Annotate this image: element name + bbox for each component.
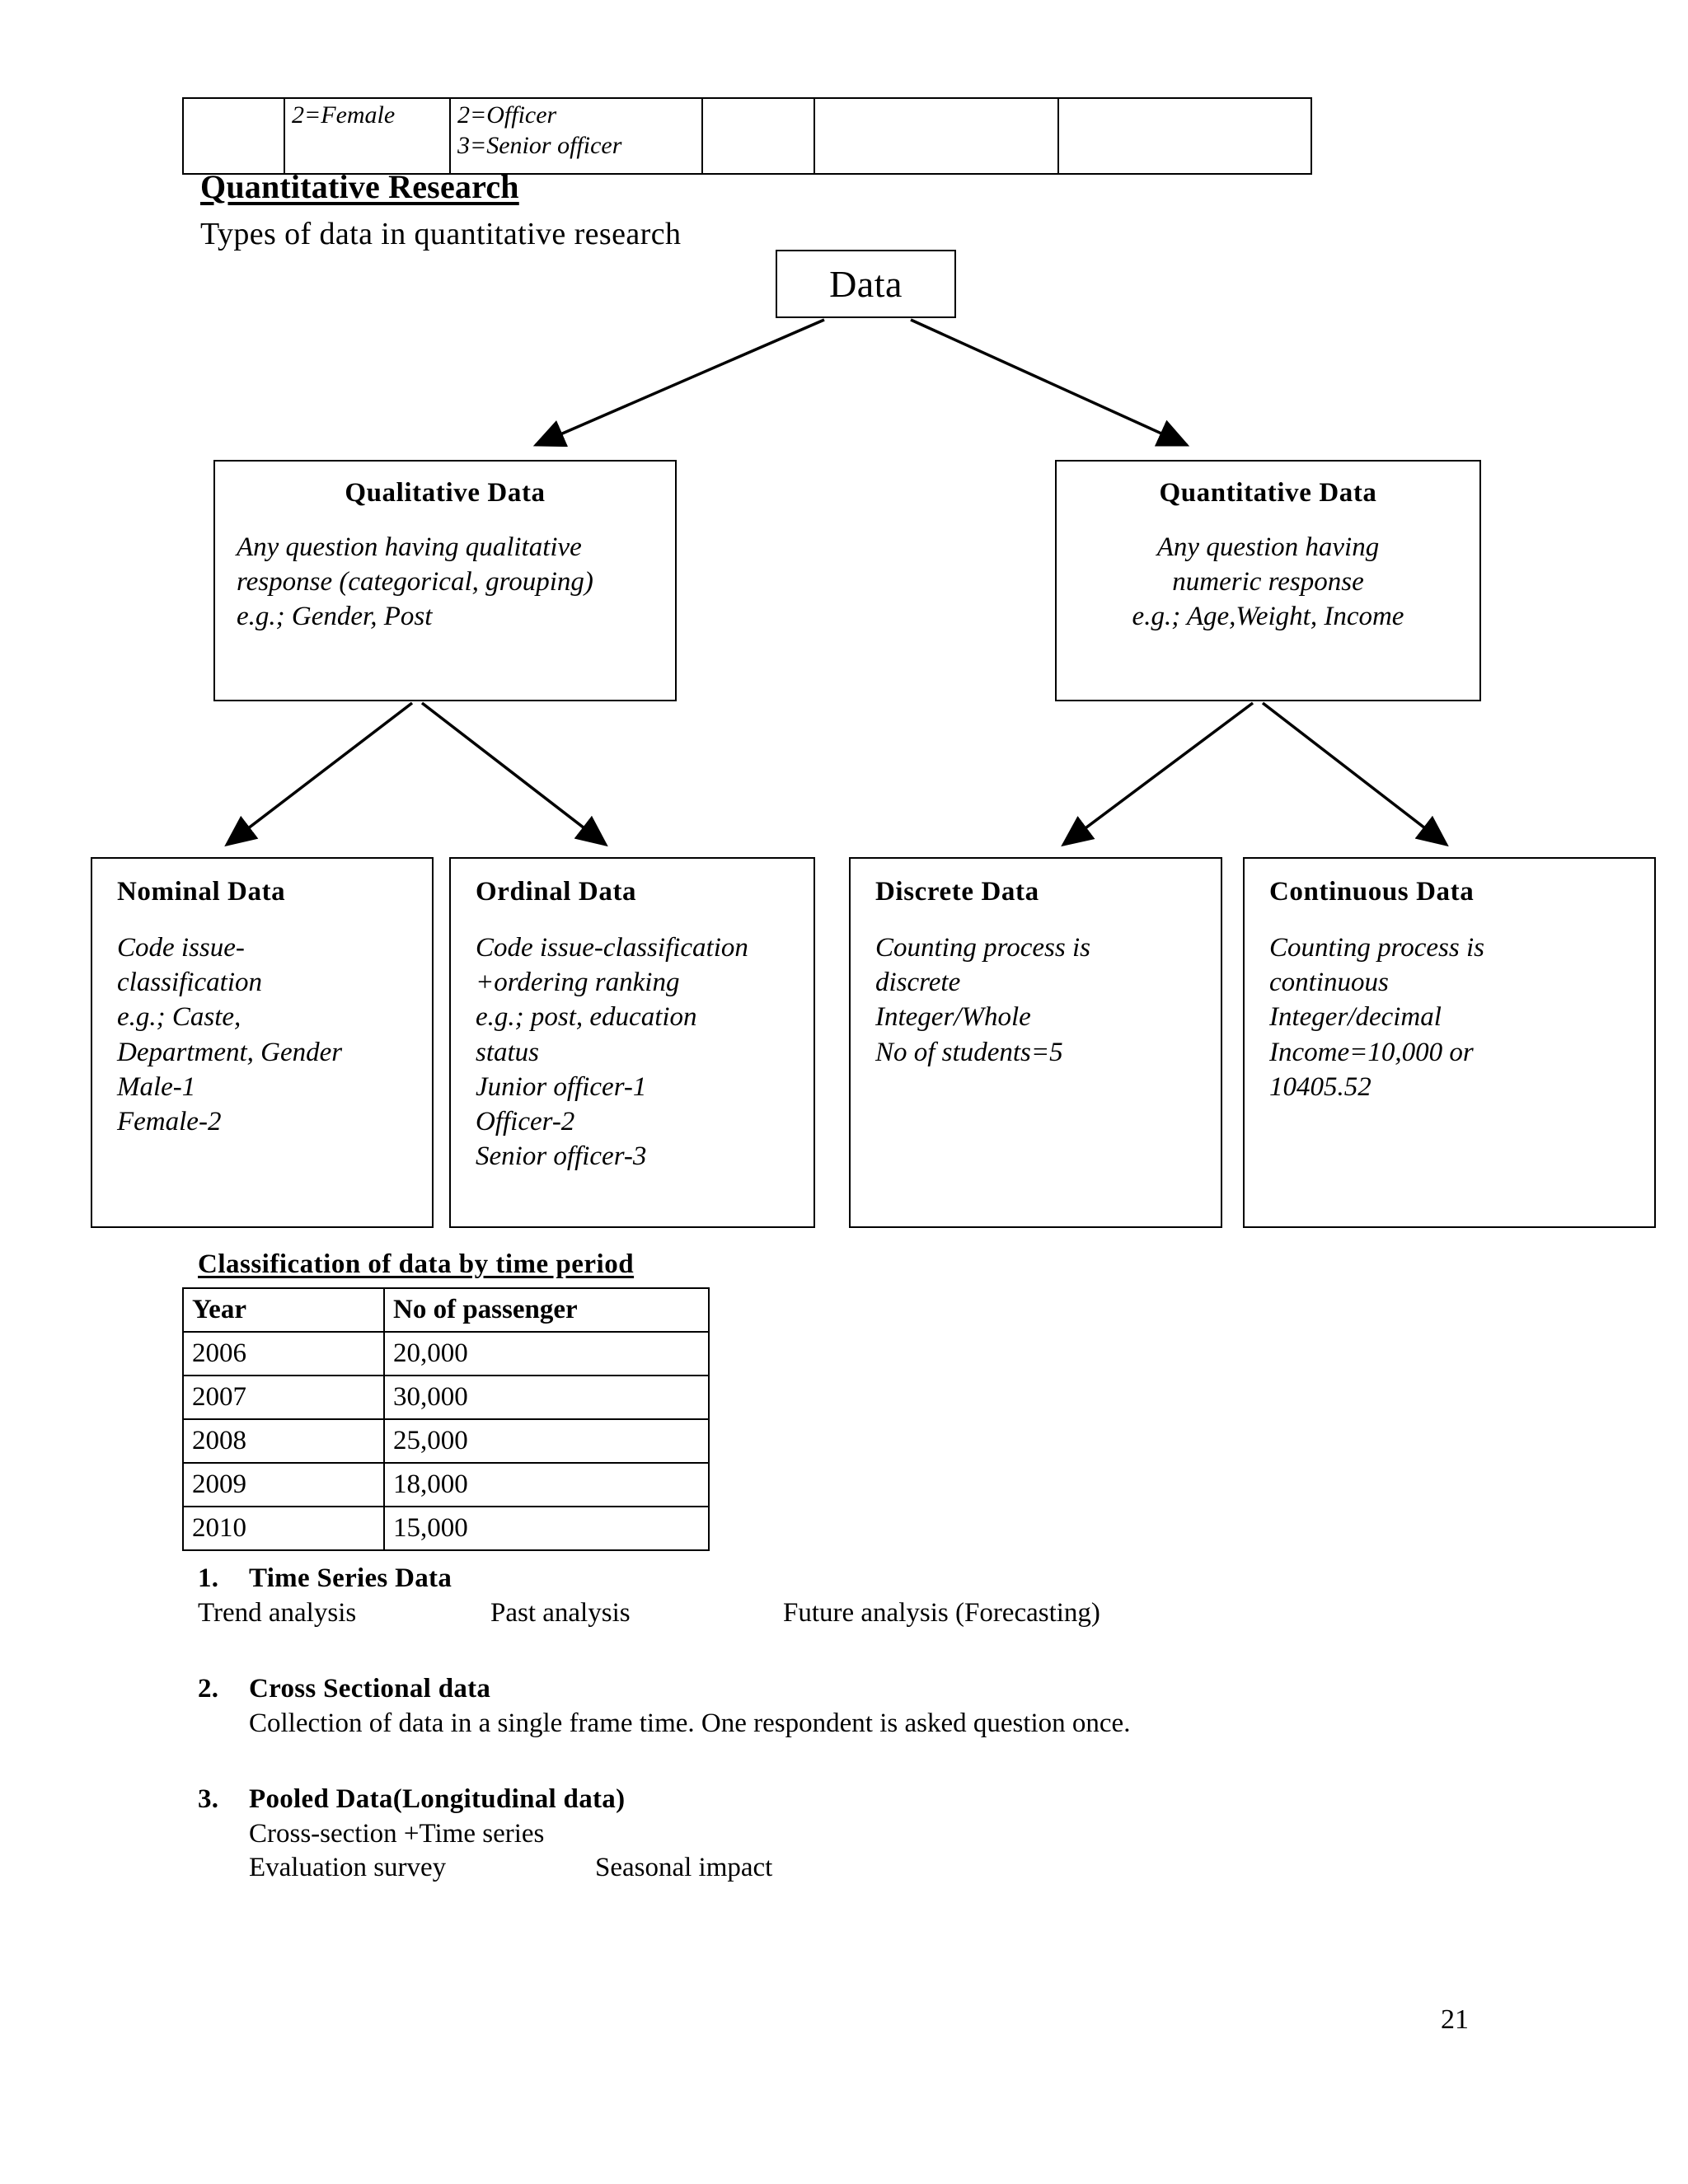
cell-year: 2006 (182, 1331, 385, 1376)
quantitative-data-title: Quantitative Data (1159, 478, 1377, 508)
list-marker: 2. (198, 1674, 219, 1704)
list-item-detail-line1: Cross-section +Time series (249, 1818, 545, 1849)
diagram-node-qualitative-data: Qualitative Data Any question having qua… (213, 460, 677, 701)
list-item-title: Time Series Data (249, 1563, 452, 1593)
nominal-data-title: Nominal Data (117, 877, 286, 907)
qualitative-data-title: Qualitative Data (345, 478, 546, 508)
coding-cell-gender: 2=Female (284, 97, 451, 175)
diagram-node-data: Data (776, 250, 956, 318)
list-item-title: Cross Sectional data (249, 1674, 491, 1704)
table-row: 2006 20,000 (182, 1331, 710, 1376)
diagram-node-quantitative-data: Quantitative Data Any question having nu… (1055, 460, 1481, 701)
continuous-data-body: Counting process is continuous Integer/d… (1269, 933, 1484, 1102)
ordinal-data-body: Code issue-classification +ordering rank… (476, 933, 748, 1172)
list-item-title: Pooled Data(Longitudinal data) (249, 1784, 626, 1814)
discrete-data-body: Counting process is discrete Integer/Who… (875, 933, 1090, 1067)
detail-past-analysis: Past analysis (490, 1597, 631, 1628)
cell-passengers: 25,000 (383, 1418, 710, 1464)
table-row: 2=Female 2=Officer 3=Senior officer (182, 97, 1312, 175)
coding-cell-6 (1057, 97, 1312, 175)
coding-cell-post: 2=Officer 3=Senior officer (449, 97, 703, 175)
classification-heading: Classification of data by time period (198, 1249, 635, 1279)
page-subtitle: Types of data in quantitative research (200, 217, 682, 251)
diagram-node-discrete-data: Discrete Data Counting process is discre… (849, 857, 1222, 1228)
qualitative-data-body: Any question having qualitative response… (237, 532, 593, 632)
list-marker: 3. (198, 1784, 219, 1814)
table-row: 2009 18,000 (182, 1462, 710, 1507)
detail-trend-analysis: Trend analysis (198, 1597, 357, 1628)
list-item-detail: Collection of data in a single frame tim… (249, 1708, 1131, 1738)
table-row: 2010 15,000 (182, 1506, 710, 1551)
cell-year: 2007 (182, 1375, 385, 1420)
list-item: 3. Pooled Data(Longitudinal data) Cross-… (198, 1783, 1434, 1886)
list-item-detail-line2: Evaluation survey Seasonal impact (249, 1851, 1434, 1886)
ordinal-data-title: Ordinal Data (476, 877, 637, 907)
coding-cell-4 (701, 97, 815, 175)
table-header-row: Year No of passenger (182, 1287, 710, 1333)
cell-year: 2010 (182, 1506, 385, 1551)
cell-year: 2009 (182, 1462, 385, 1507)
coding-table: 2=Female 2=Officer 3=Senior officer (182, 97, 1312, 175)
list-item: 2. Cross Sectional data Collection of da… (198, 1672, 1434, 1741)
discrete-data-title: Discrete Data (875, 877, 1039, 907)
page-title: Quantitative Research (200, 168, 519, 205)
diagram-node-ordinal-data: Ordinal Data Code issue-classification +… (449, 857, 815, 1228)
cell-passengers: 30,000 (383, 1375, 710, 1420)
cell-passengers: 20,000 (383, 1331, 710, 1376)
quantitative-data-body: Any question having numeric response e.g… (1132, 532, 1404, 632)
list-item-heading: 1. Time Series Data (198, 1562, 1434, 1596)
list-item-heading: 2. Cross Sectional data (198, 1672, 1434, 1707)
list-item-detail: Trend analysis Past analysis Future analys… (198, 1596, 1434, 1631)
passenger-table: Year No of passenger 2006 20,000 2007 30… (182, 1287, 710, 1551)
coding-cell-1 (182, 97, 285, 175)
coding-cell-5 (814, 97, 1059, 175)
diagram-node-continuous-data: Continuous Data Counting process is cont… (1243, 857, 1656, 1228)
nominal-data-body: Code issue- classification e.g.; Caste, … (117, 933, 343, 1137)
list-item: 1. Time Series Data Trend analysis Past a… (198, 1562, 1434, 1630)
page-number: 21 (1441, 2004, 1469, 2035)
column-header-year: Year (182, 1287, 385, 1333)
cell-year: 2008 (182, 1418, 385, 1464)
column-header-passengers: No of passenger (383, 1287, 710, 1333)
detail-evaluation-survey: Evaluation survey (249, 1853, 447, 1883)
diagram-node-nominal-data: Nominal Data Code issue- classification … (91, 857, 434, 1228)
detail-seasonal-impact: Seasonal impact (595, 1853, 773, 1883)
diagram-node-data-label: Data (829, 263, 903, 305)
list-item-heading: 3. Pooled Data(Longitudinal data) (198, 1783, 1434, 1817)
table-row: 2007 30,000 (182, 1375, 710, 1420)
cell-passengers: 15,000 (383, 1506, 710, 1551)
detail-future-analysis: Future analysis (Forecasting) (783, 1597, 1100, 1628)
cell-passengers: 18,000 (383, 1462, 710, 1507)
list-marker: 1. (198, 1563, 219, 1593)
continuous-data-title: Continuous Data (1269, 877, 1475, 907)
table-row: 2008 25,000 (182, 1418, 710, 1464)
